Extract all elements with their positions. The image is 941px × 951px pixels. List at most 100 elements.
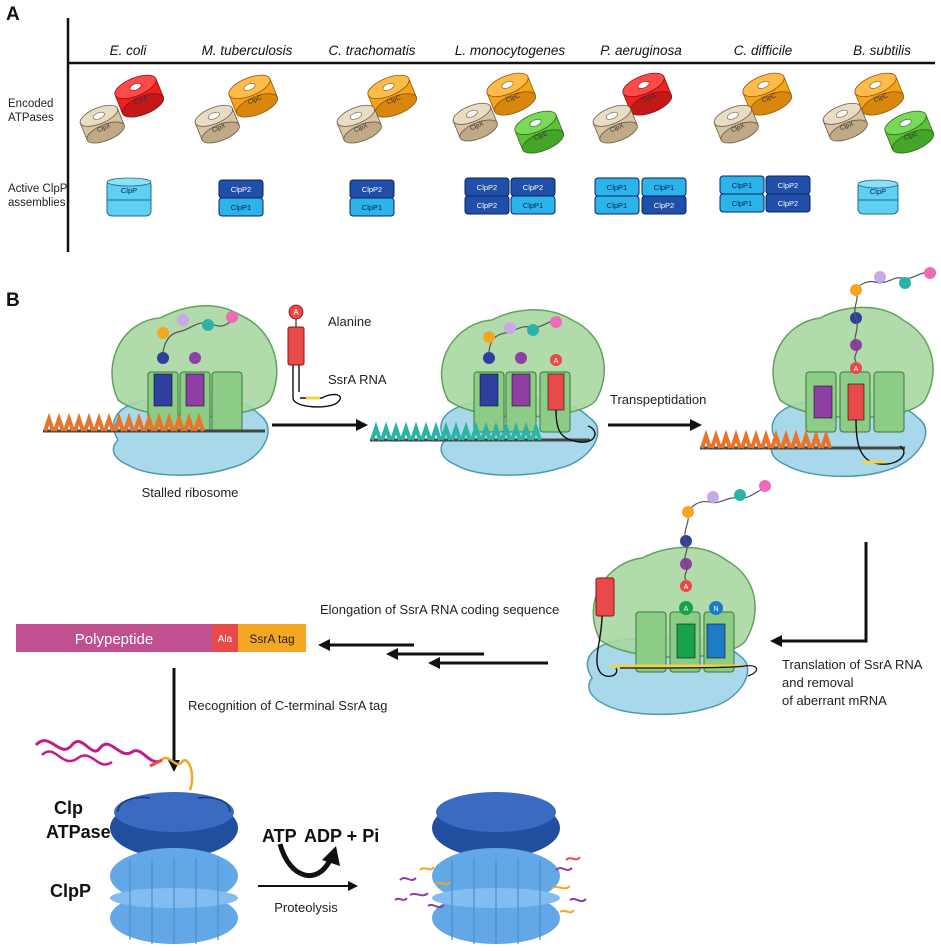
clpp1-label: ClpP1	[523, 201, 543, 210]
clpp1-label: ClpP1	[231, 203, 251, 212]
pae-clpp-b: ClpP1 ClpP2	[641, 177, 687, 215]
polypeptide-label: Polypeptide	[75, 631, 153, 648]
lmo-clpe-ring: ClpE	[514, 110, 565, 154]
atp-curved-arrow	[277, 843, 333, 879]
ctr-clpp: ClpP2 ClpP1	[349, 179, 395, 217]
ribosome-transpeptidated: A	[700, 267, 936, 478]
stalled-ribosome	[43, 305, 278, 476]
arrow-1-head	[356, 419, 368, 431]
row-label-clpp-1: Active ClpP	[8, 183, 68, 195]
alanine-label: Alanine	[328, 314, 371, 329]
clpp2-label: ClpP2	[477, 201, 497, 210]
peptide-fragments	[394, 856, 587, 914]
ribosome-translating-ssra: A N A	[586, 480, 771, 716]
mtb-clpc-ring: ClpC	[228, 74, 279, 118]
proteolysis-label: Proteolysis	[274, 900, 338, 915]
species-cdifficile: C. difficile	[734, 43, 793, 58]
cdi-clpc-ring: ClpC	[742, 72, 793, 116]
clpp1-label: ClpP1	[362, 203, 382, 212]
ala-label: Ala	[218, 634, 233, 645]
row-label-atpases-1: Encoded	[8, 98, 53, 110]
clpp2-label: ClpP2	[778, 181, 798, 190]
ctr-clpc-ring: ClpC	[367, 74, 418, 118]
ribosome-ssra-bound: A	[370, 309, 605, 476]
species-paeruginosa: P. aeruginosa	[600, 43, 682, 58]
atp-label: ATP	[262, 826, 297, 846]
species-headers: E. coli M. tuberculosis C. trachomatis L…	[110, 43, 912, 58]
n-residue-letter: N	[713, 606, 718, 613]
clpp1-label: ClpP1	[607, 201, 627, 210]
panel-b-label: B	[6, 290, 20, 311]
clpp2-label: ClpP2	[778, 199, 798, 208]
arrow-4b-head	[386, 648, 398, 660]
bsu-clpp: ClpP	[857, 179, 899, 215]
panel-a-label: A	[6, 4, 20, 25]
alanine-residue-letter: A	[554, 358, 559, 365]
row-label-clpp-2: assemblies	[8, 197, 66, 209]
clpp1-label: ClpP1	[732, 199, 752, 208]
clpp2-label: ClpP2	[477, 183, 497, 192]
arrow-2-head	[690, 419, 702, 431]
bsu-clpx-ring: ClpX	[822, 102, 868, 142]
recognition-label: Recognition of C-terminal SsrA tag	[188, 698, 387, 713]
lmo-clpx-ring: ClpX	[452, 102, 498, 142]
species-lmonocytogenes: L. monocytogenes	[455, 43, 566, 58]
alanine-residue-letter: A	[293, 308, 299, 317]
alanine-residue-letter: A	[854, 366, 859, 373]
clp-atpase-label-1: Clp	[54, 798, 83, 818]
translation-label-3: of aberrant mRNA	[782, 693, 887, 708]
ssra-tag-label: SsrA tag	[249, 632, 294, 646]
ctr-clpx-ring: ClpX	[336, 104, 382, 144]
species-bsubtilis: B. subtilis	[853, 43, 911, 58]
bsu-clpc-ring: ClpC	[854, 72, 905, 116]
ssra-rna-label: SsrA RNA	[328, 372, 387, 387]
cdi-clpp-a: ClpP1 ClpP1	[719, 175, 765, 213]
cdi-clpp-b: ClpP2 ClpP2	[765, 175, 811, 213]
alanine-residue-letter: A	[684, 606, 689, 613]
species-mtuberculosis: M. tuberculosis	[202, 43, 293, 58]
clpp-label: ClpP	[121, 186, 137, 195]
species-ctrachomatis: C. trachomatis	[328, 43, 415, 58]
translation-label-2: and removal	[782, 675, 854, 690]
lmo-clpp-a: ClpP2 ClpP2	[464, 177, 510, 215]
clpp-label: ClpP	[870, 187, 886, 196]
species-ecoli: E. coli	[110, 43, 148, 58]
row-label-atpases-2: ATPases	[8, 112, 54, 124]
clp-atpase-label-2: ATPase	[46, 822, 111, 842]
proteolysis-arrow-head	[348, 881, 358, 891]
ssra-rna-molecule: A	[287, 304, 341, 408]
pae-clpx-ring: ClpX	[592, 104, 638, 144]
stalled-ribosome-label: Stalled ribosome	[142, 485, 239, 500]
arrow-3-head	[770, 635, 782, 647]
mtb-clpp: ClpP2 ClpP1	[218, 179, 264, 217]
ecoli-clpp: ClpP	[106, 177, 152, 217]
ala-segment	[212, 624, 238, 652]
ecoli-clpa-ring: ClpA	[114, 74, 165, 118]
adp-label: ADP + Pi	[304, 826, 379, 846]
ssra-tag-bar: Polypeptide Ala SsrA tag	[16, 624, 306, 652]
transpeptidation-label: Transpeptidation	[610, 392, 706, 407]
elongation-label: Elongation of SsrA RNA coding sequence	[320, 602, 559, 617]
bsu-clpe-ring: ClpE	[884, 110, 935, 154]
ecoli-clpx-ring: ClpX	[79, 104, 125, 144]
arrow-3	[782, 542, 868, 643]
arrow-4c-head	[318, 639, 330, 651]
clpp-assemblies: ClpP ClpP2 ClpP1 ClpP2 ClpP1 ClpP2 ClpP2…	[106, 175, 899, 217]
ssra-tag-segment	[238, 624, 306, 652]
lmo-clpp-b: ClpP2 ClpP1	[510, 177, 556, 215]
polypeptide-segment	[16, 624, 212, 652]
clpp2-label: ClpP2	[523, 183, 543, 192]
pae-clpp-a: ClpP1 ClpP1	[594, 177, 640, 215]
atpase-rings: ClpA ClpX ClpC ClpX	[79, 72, 935, 154]
cdi-clpx-ring: ClpX	[713, 104, 759, 144]
clpp1-label: ClpP1	[732, 181, 752, 190]
clpp2-label: ClpP2	[362, 185, 382, 194]
clpp-label-b: ClpP	[50, 881, 91, 901]
translation-label-1: Translation of SsrA RNA	[782, 657, 923, 672]
atp-curved-arrow-head	[322, 846, 340, 866]
pae-clpa-ring: ClpA	[622, 72, 673, 116]
clp-complex-free	[432, 792, 560, 944]
mtb-clpx-ring: ClpX	[194, 104, 240, 144]
alanine-residue-letter: A	[684, 584, 689, 591]
